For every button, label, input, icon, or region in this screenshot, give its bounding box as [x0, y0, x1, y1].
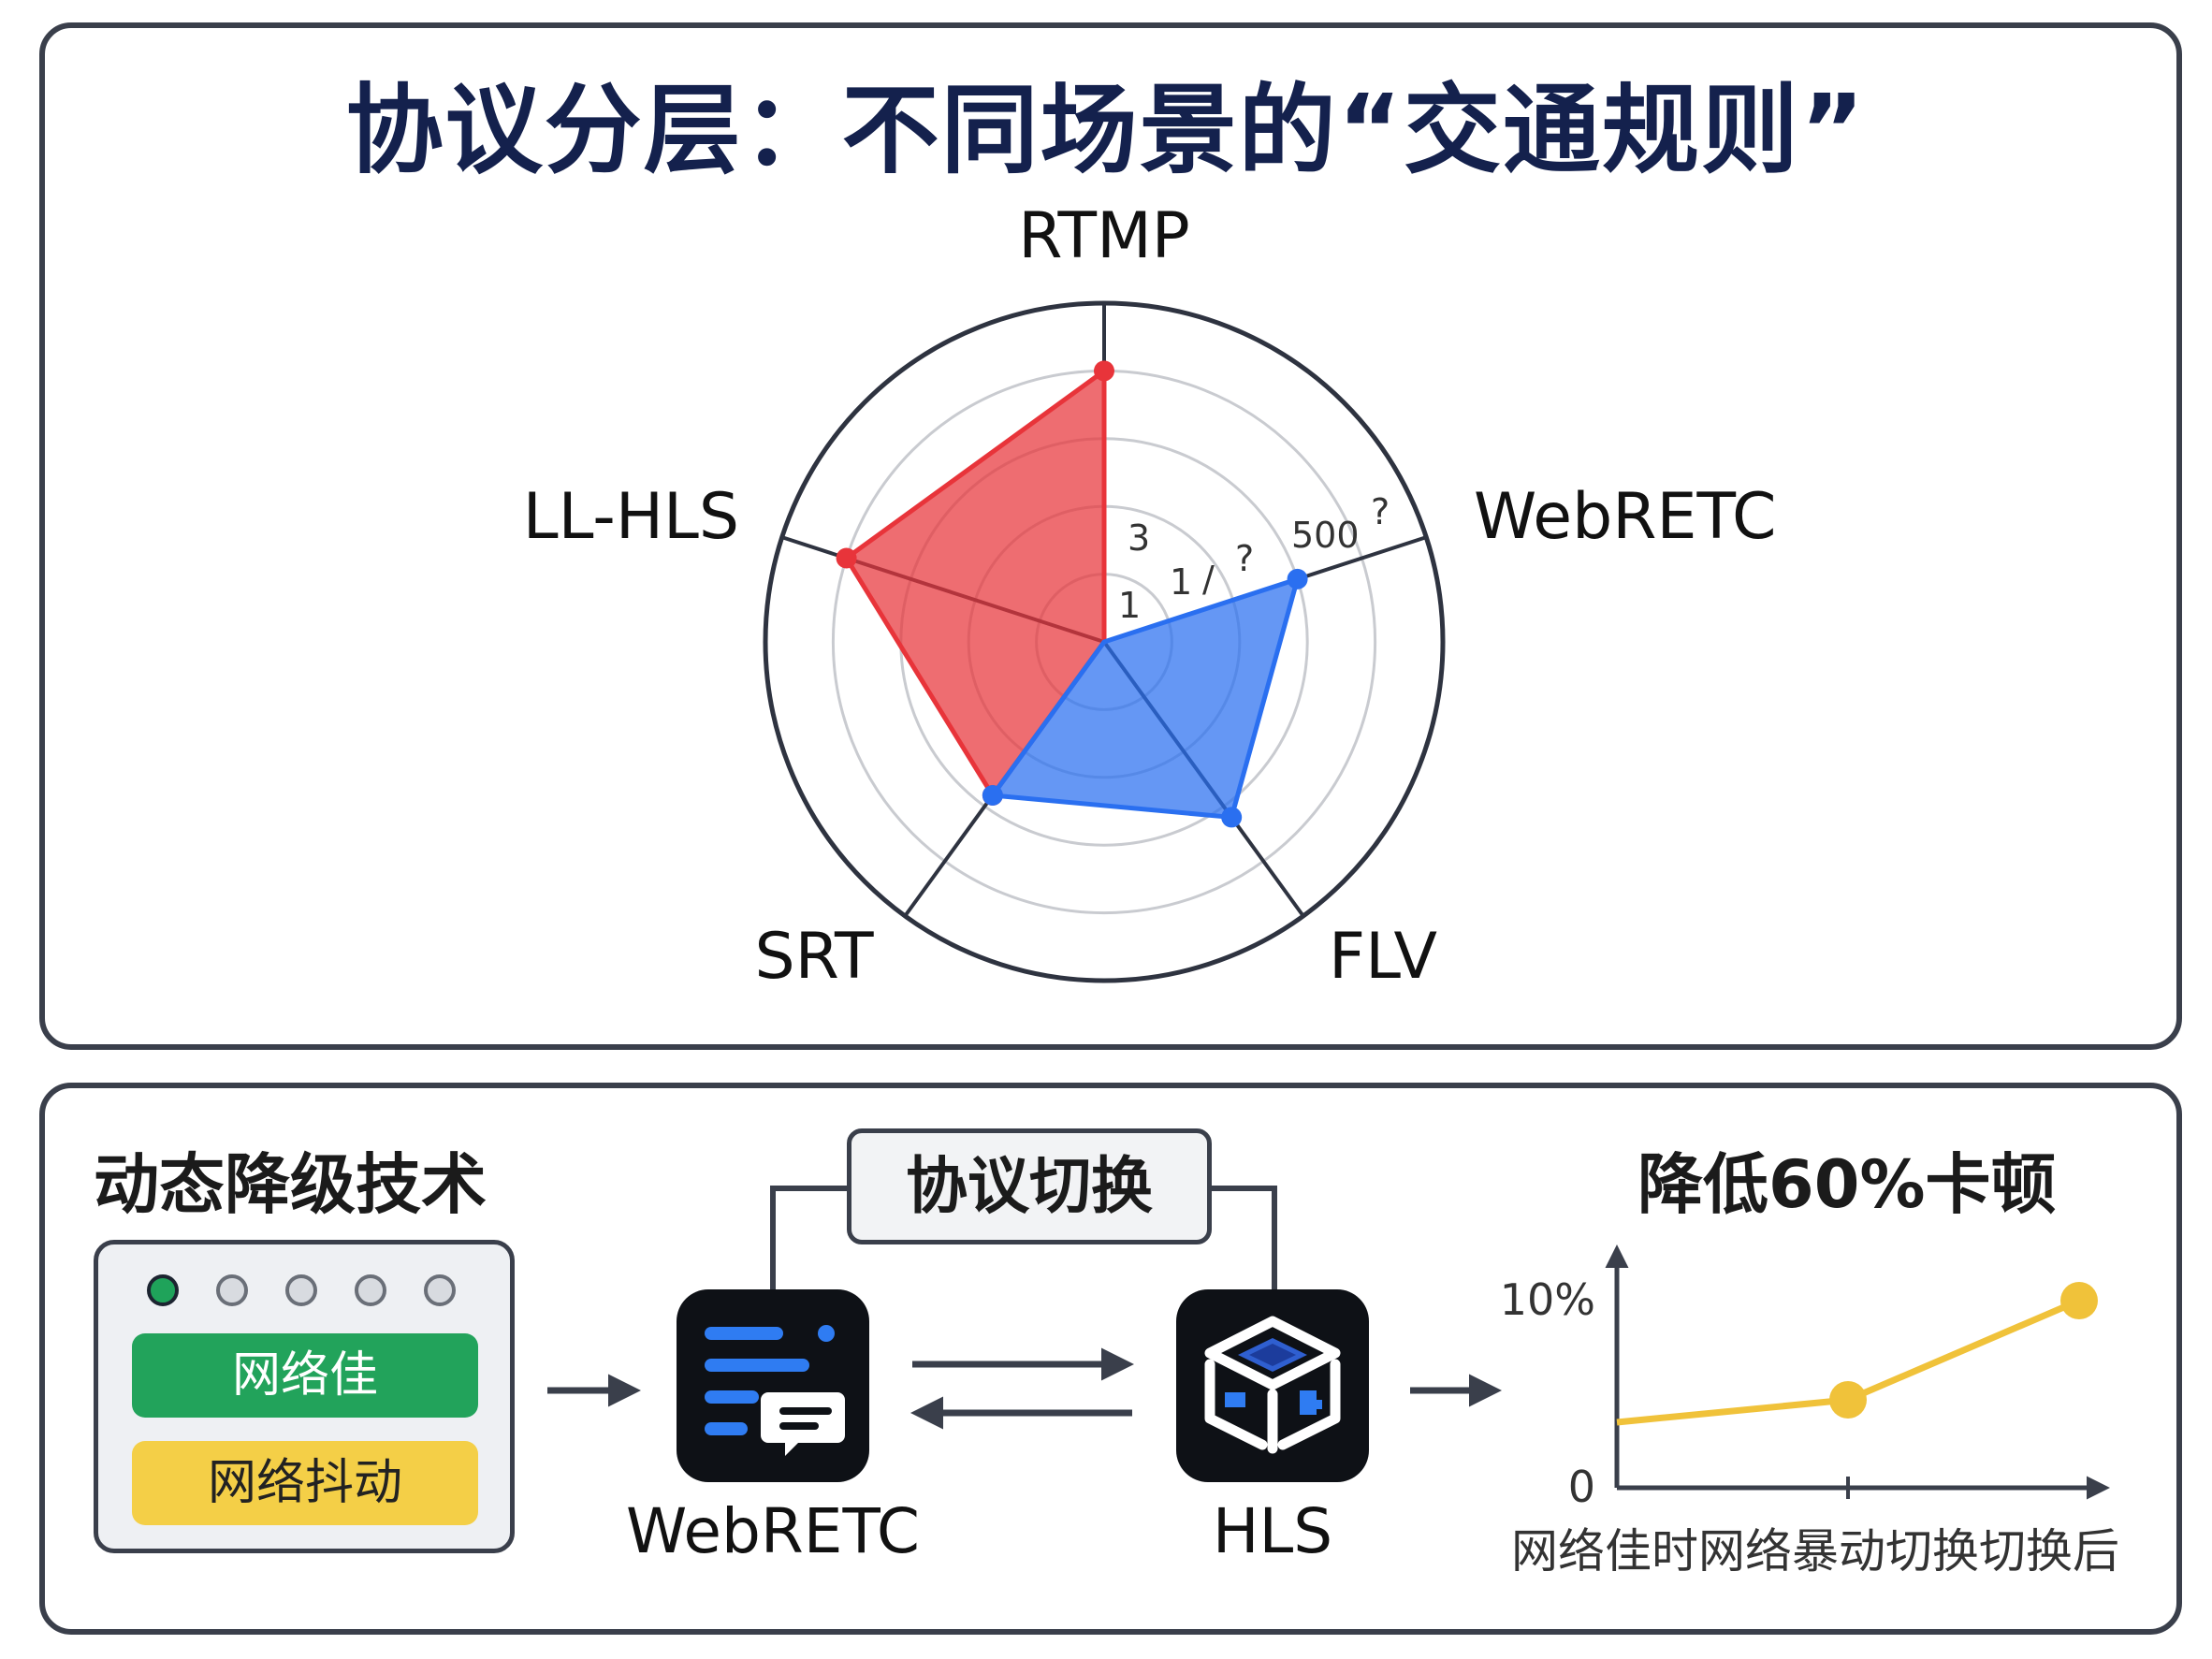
radar-point-blue	[982, 785, 1003, 807]
tick-label: 3	[1128, 517, 1150, 559]
cube-icon	[1176, 1289, 1369, 1482]
radar-axis-labels: RTMP WebRETC FLV SRT LL-HLS	[523, 199, 1777, 994]
hls-caption: HLS	[1212, 1495, 1333, 1567]
tick-label: 1	[1118, 585, 1141, 626]
axis-label-webretc: WebRETC	[1474, 480, 1777, 554]
section-title: 动态降级技术	[94, 1146, 487, 1223]
protocol-switch-label: 协议切换	[847, 1128, 1212, 1244]
tick-label: 500	[1291, 515, 1360, 556]
radar-point-blue	[1287, 568, 1308, 589]
radar-panel	[39, 22, 2182, 1050]
chat-bubble-icon	[677, 1289, 869, 1482]
status-dot	[355, 1274, 386, 1306]
radar-series	[836, 360, 1308, 828]
radar-point-red	[836, 547, 857, 569]
status-dot	[216, 1274, 248, 1306]
webretc-caption: WebRETC	[626, 1495, 920, 1567]
result-chart-title: 降低60%卡顿	[1637, 1146, 2057, 1223]
radar-point-blue	[1221, 807, 1243, 828]
tick-label: 1	[1170, 561, 1192, 603]
radar-point-red	[1094, 360, 1114, 382]
tick-label: /	[1202, 559, 1215, 600]
status-dot	[147, 1274, 179, 1306]
x-axis-caption: 网络佳时网络暴动切换切换后	[1511, 1524, 2119, 1579]
network-status-card: 网络佳 网络抖动	[94, 1240, 515, 1553]
page-title: 协议分层：不同场景的“交通规则”	[345, 73, 1867, 187]
status-dot	[285, 1274, 317, 1306]
axis-label-srt: SRT	[754, 920, 873, 994]
status-dot	[424, 1274, 456, 1306]
axis-label-flv: FLV	[1329, 920, 1437, 994]
tick-label: ?	[1235, 538, 1254, 579]
network-jitter-badge: 网络抖动	[132, 1441, 478, 1525]
radar-tick-labels: 3 1 1 / ? 500 ?	[1118, 491, 1390, 626]
axis-label-rtmp: RTMP	[1018, 199, 1190, 273]
axis-label-ll-hls: LL-HLS	[523, 480, 739, 554]
network-good-badge: 网络佳	[132, 1333, 478, 1418]
tick-label: ?	[1371, 491, 1390, 532]
